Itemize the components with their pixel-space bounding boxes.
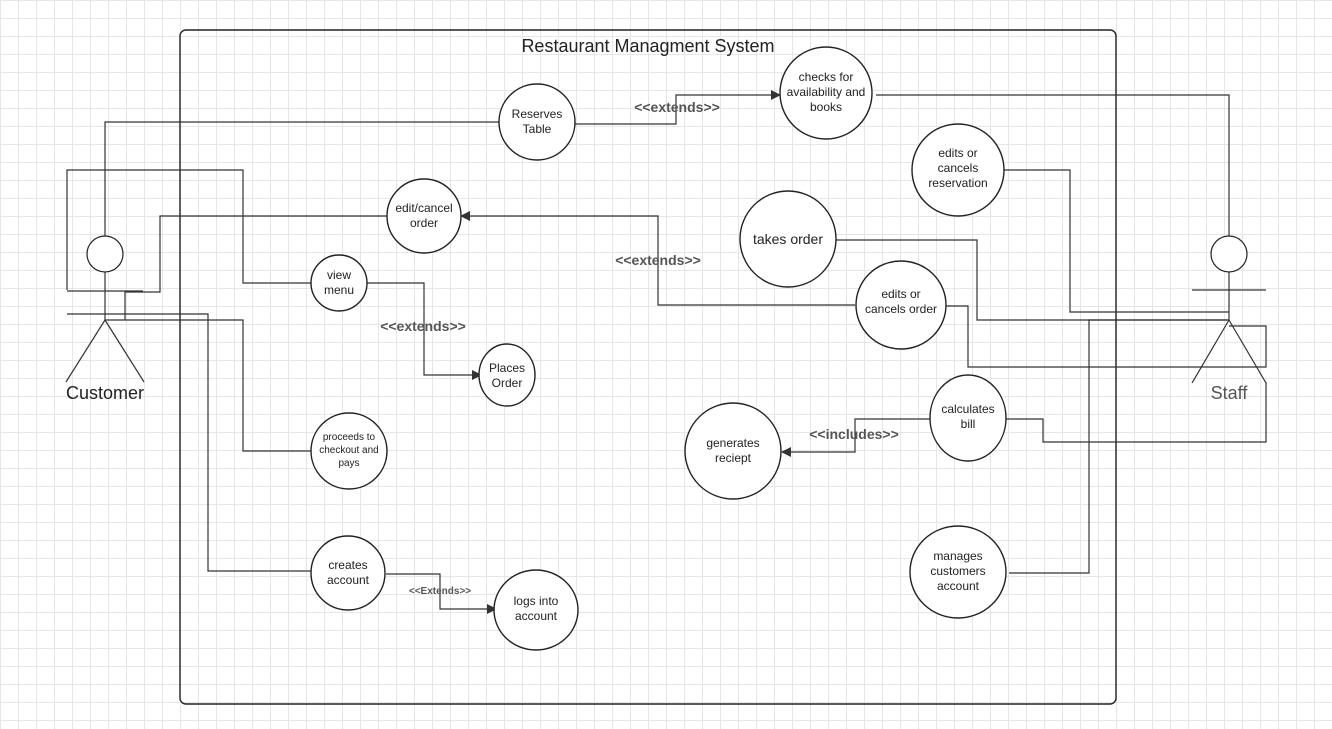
customer-label: Customer xyxy=(66,383,144,403)
rel-creates-logs-into xyxy=(386,573,497,614)
use-case-label: edit/cancel xyxy=(395,201,452,215)
assoc-customer-reserves-table xyxy=(104,121,500,238)
assoc-staff-manages-accounts xyxy=(1009,319,1229,574)
label-extends-reservation: <<extends>> xyxy=(634,99,720,115)
rel-view-menu-places-order xyxy=(366,282,482,380)
assoc-staff-edits-reservation xyxy=(1004,169,1229,313)
staff-label: Staff xyxy=(1211,383,1249,403)
assoc-staff-checks-availability xyxy=(876,94,1230,238)
use-case-label: customers xyxy=(930,564,985,578)
rel-calculates-generates-receipt xyxy=(781,418,932,457)
use-case-label: proceeds to xyxy=(323,432,376,443)
use-case-label: account xyxy=(515,609,558,623)
use-case-manages-customers-account: manages customers account xyxy=(909,525,1007,619)
system-title: Restaurant Managment System xyxy=(521,36,774,56)
use-case-label: account xyxy=(937,579,980,593)
staff-actor: Staff xyxy=(1191,235,1267,403)
use-case-label: availability and xyxy=(787,85,866,99)
customer-actor: Customer xyxy=(65,235,145,403)
use-case-creates-account: creates account xyxy=(310,535,386,611)
rel-edits-order-edit-cancel xyxy=(460,211,855,306)
use-case-edits-cancels-order: edits or cancels order xyxy=(855,260,947,350)
use-case-proceeds-checkout: proceeds to checkout and pays xyxy=(310,412,388,490)
rel-reserves-checks-availability xyxy=(575,90,781,125)
assoc-customer-creates-account xyxy=(67,313,311,572)
use-case-label: order xyxy=(410,216,438,230)
use-case-label: cancels xyxy=(938,161,979,175)
use-case-label: checks for xyxy=(799,70,854,84)
label-extends-place-order: <<extends>> xyxy=(380,318,466,334)
use-case-logs-into-account: logs into account xyxy=(493,569,579,651)
use-case-label: Places xyxy=(489,361,525,375)
label-extends-order-edit: <<extends>> xyxy=(615,252,701,268)
use-case-label: takes order xyxy=(753,231,823,247)
use-case-takes-order: takes order xyxy=(739,190,837,288)
use-case-label: creates xyxy=(328,558,367,572)
use-case-label: edits or xyxy=(881,287,920,301)
use-case-label: bill xyxy=(961,417,976,431)
use-case-label: Table xyxy=(523,122,552,136)
use-case-calculates-bill: calculates bill xyxy=(929,374,1007,462)
use-case-label: Order xyxy=(492,376,523,390)
use-case-label: calculates xyxy=(941,402,994,416)
use-case-label: generates xyxy=(706,436,759,450)
use-case-label: pays xyxy=(338,458,359,469)
use-case-generates-receipt: generates reciept xyxy=(684,402,782,500)
label-includes-receipt: <<includes>> xyxy=(809,426,899,442)
use-case-reserves-table: Reserves Table xyxy=(498,83,576,161)
use-case-label: books xyxy=(810,100,842,114)
assoc-customer-checkout xyxy=(105,319,312,452)
use-case-checks-availability: checks for availability and books xyxy=(779,46,873,140)
use-case-edit-cancel-order: edit/cancel order xyxy=(386,178,462,254)
assoc-staff-calculates-bill xyxy=(1006,382,1267,443)
use-case-label: reciept xyxy=(715,451,752,465)
assoc-staff-edits-order xyxy=(946,305,1267,368)
use-case-label: manages xyxy=(933,549,982,563)
use-case-label: account xyxy=(327,573,370,587)
use-case-label: edits or xyxy=(938,146,977,160)
use-case-label: Reserves xyxy=(512,107,563,121)
use-case-view-menu: view menu xyxy=(310,254,368,312)
assoc-customer-view-menu xyxy=(66,169,312,290)
use-case-label: view xyxy=(327,268,351,282)
use-case-label: reservation xyxy=(928,176,987,190)
use-case-places-order: Places Order xyxy=(478,343,536,407)
use-case-edits-cancels-reservation: edits or cancels reservation xyxy=(911,123,1005,217)
use-case-label: logs into xyxy=(514,594,559,608)
assoc-customer-edit-cancel-order xyxy=(124,215,389,320)
label-extends-login: <<Extends>> xyxy=(409,586,471,597)
use-case-label: cancels order xyxy=(865,302,937,316)
connector-lines xyxy=(66,90,1267,614)
use-case-label: menu xyxy=(324,283,354,297)
use-case-label: checkout and xyxy=(319,445,379,456)
